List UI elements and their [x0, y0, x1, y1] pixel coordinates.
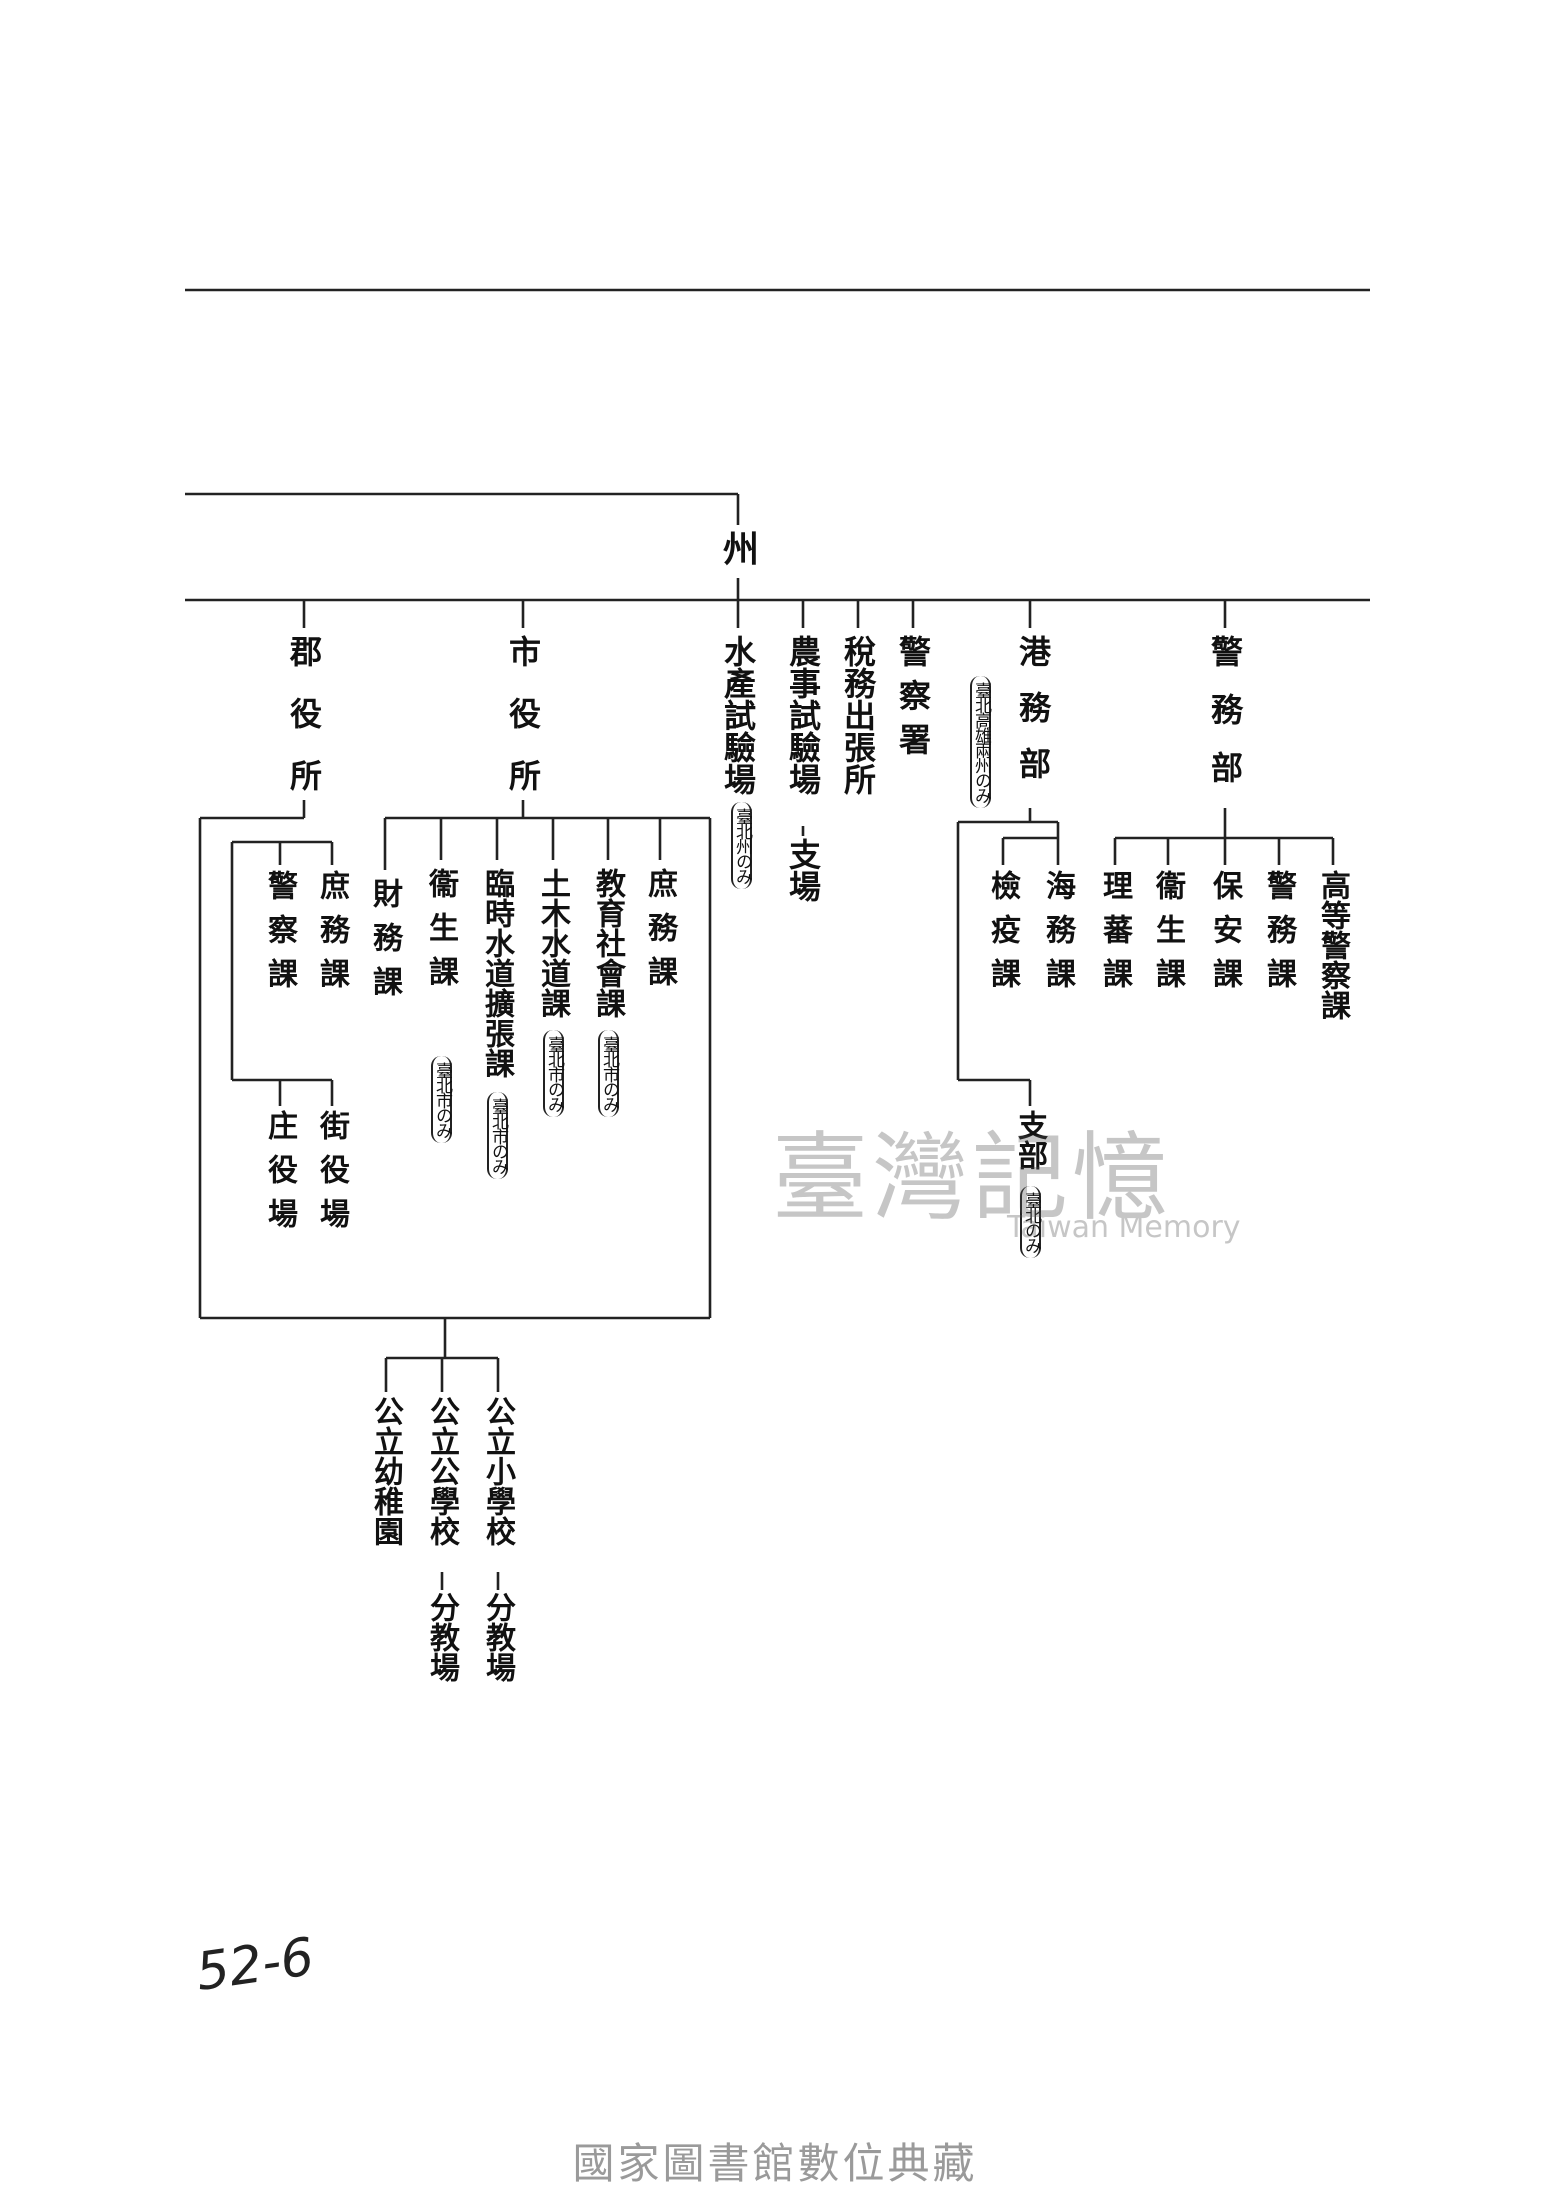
dept-komubu: 港務部	[1014, 635, 1052, 803]
komu-branch: 支部	[1012, 1110, 1047, 1170]
noji-extension: 支場	[784, 838, 822, 902]
school: 公立幼稚園	[368, 1396, 403, 1546]
shi-section-note: 臺北市のみ	[487, 1092, 508, 1179]
school: 公立公學校	[424, 1396, 459, 1546]
school-extension: 分教場	[480, 1592, 515, 1682]
komu-section: 檢疫課	[985, 870, 1020, 1002]
dept-gunyakusho: 郡役所	[285, 635, 323, 821]
root-node: 州	[717, 530, 759, 566]
keimu-section: 高等警察課	[1315, 870, 1350, 1020]
shi-section: 庶務課	[642, 868, 677, 1000]
komu-section: 海務課	[1040, 870, 1075, 1002]
watermark-cjk: 臺灣記憶	[772, 1122, 1172, 1234]
gun-section: 警察課	[262, 870, 297, 1002]
komubu-note: 臺北高雄兩州のみ	[970, 676, 991, 808]
komu-branch-note: 臺北のみ	[1020, 1186, 1041, 1258]
keimu-section: 保安課	[1207, 870, 1242, 1002]
keimu-section: 理蕃課	[1097, 870, 1132, 1002]
town-office: 庄役場	[262, 1110, 297, 1242]
suisan-note: 臺北州のみ	[731, 802, 752, 889]
shi-section-note: 臺北市のみ	[598, 1030, 619, 1117]
dept-keimubu: 警務部	[1206, 635, 1244, 809]
shi-section: 教育社會課	[590, 868, 625, 1018]
shi-section-note: 臺北市のみ	[543, 1030, 564, 1117]
dept-suisan: 水產試驗場	[719, 635, 757, 795]
dept-keisatsusho: 警察署	[894, 635, 932, 767]
keimu-section: 衞生課	[1150, 870, 1185, 1002]
dept-shiyakusho: 市役所	[504, 635, 542, 821]
shi-section: 臨時水道擴張課	[479, 868, 514, 1078]
shi-section: 土木水道課	[535, 868, 570, 1018]
dept-zeimu: 稅務出張所	[839, 635, 877, 795]
shi-section: 衞生課	[423, 868, 458, 1000]
shi-section-note: 臺北市のみ	[431, 1056, 452, 1143]
keimu-section: 警務課	[1261, 870, 1296, 1002]
school-extension: 分教場	[424, 1592, 459, 1682]
watermark: 臺灣記憶 Taiwan Memory	[772, 1100, 1241, 1245]
school: 公立小學校	[480, 1396, 515, 1546]
dept-noji: 農事試驗場	[784, 635, 822, 795]
town-office: 街役場	[314, 1110, 349, 1242]
shi-section: 財務課	[367, 878, 402, 1010]
gun-section: 庶務課	[314, 870, 349, 1002]
watermark-en: Taiwan Memory	[1007, 1210, 1241, 1245]
archive-footer: 國家圖書館數位典藏	[572, 2139, 978, 2188]
